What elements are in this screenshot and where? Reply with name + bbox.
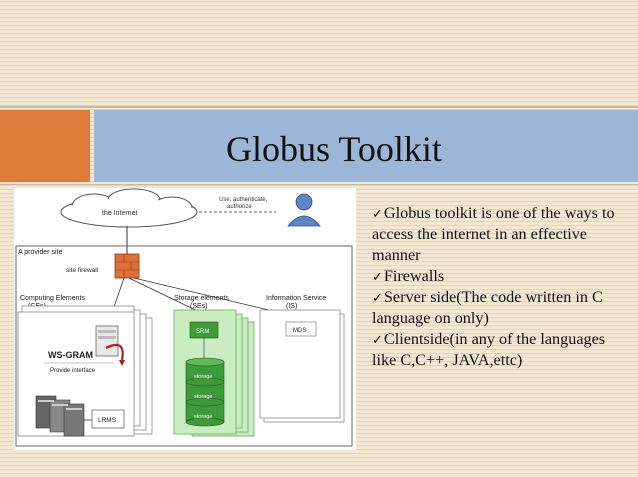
provider-site-box (15, 245, 353, 447)
globus-architecture-diagram: the Internet Use, authenticate, authoriz… (14, 188, 356, 450)
bullet-text: Server side(The code written in C langua… (372, 288, 603, 327)
bullet-item: ✓Clientside(in any of the languages like… (372, 329, 632, 371)
storage-disk-icon (185, 357, 225, 427)
mds-box (285, 321, 317, 337)
cloud-icon (60, 188, 198, 228)
srm-label: SRM (196, 329, 209, 335)
server-icon (95, 325, 125, 366)
bullet-item: ✓Server side(The code written in C langu… (372, 287, 632, 329)
ws-gram-label: WS-GRAM (48, 350, 93, 360)
accent-block (0, 110, 90, 182)
top-divider (0, 106, 638, 108)
site-firewall-label: site firewall (66, 267, 99, 274)
storage-disk-label-1: storage (194, 374, 212, 380)
bullet-list: ✓Globus toolkit is one of the ways to ac… (372, 203, 632, 371)
title-band (94, 110, 638, 182)
storage-disk-label-2: storage (194, 394, 212, 400)
info-label-2: (IS) (286, 303, 297, 310)
bullet-text: Clientside(in any of the languages like … (372, 330, 606, 369)
storage-label-2: (SEs) (190, 303, 208, 310)
bullet-item: ✓Firewalls (372, 266, 632, 287)
check-icon: ✓ (372, 332, 383, 347)
mds-label: MDS (293, 328, 306, 334)
use-label-line2: authorize (227, 204, 252, 210)
cluster-icon (35, 395, 85, 437)
computing-label-1: Computing Elements (20, 295, 85, 302)
provider-site-label: A provider site (18, 249, 62, 256)
use-label-line1: Use, authenticate, (219, 197, 268, 203)
slide-title: Globus Toolkit (226, 129, 442, 169)
storage-disk-label-3: storage (194, 414, 212, 420)
lrms-box (91, 409, 125, 429)
bullet-text: Globus toolkit is one of the ways to acc… (372, 204, 615, 264)
lrms-label: LRMS (98, 417, 117, 424)
check-icon: ✓ (372, 269, 383, 284)
check-icon: ✓ (372, 206, 383, 221)
storage-label-1: Storage elements (174, 295, 229, 302)
provide-interface-label: Provide interface (50, 368, 96, 374)
bullet-text: Firewalls (383, 267, 445, 285)
user-icon (287, 193, 321, 227)
firewall-icon (114, 253, 140, 279)
check-icon: ✓ (372, 290, 383, 305)
info-label-1: Information Service (266, 295, 326, 302)
internet-label: the Internet (102, 210, 137, 217)
title-underline (0, 184, 638, 185)
bullet-item: ✓Globus toolkit is one of the ways to ac… (372, 203, 632, 266)
